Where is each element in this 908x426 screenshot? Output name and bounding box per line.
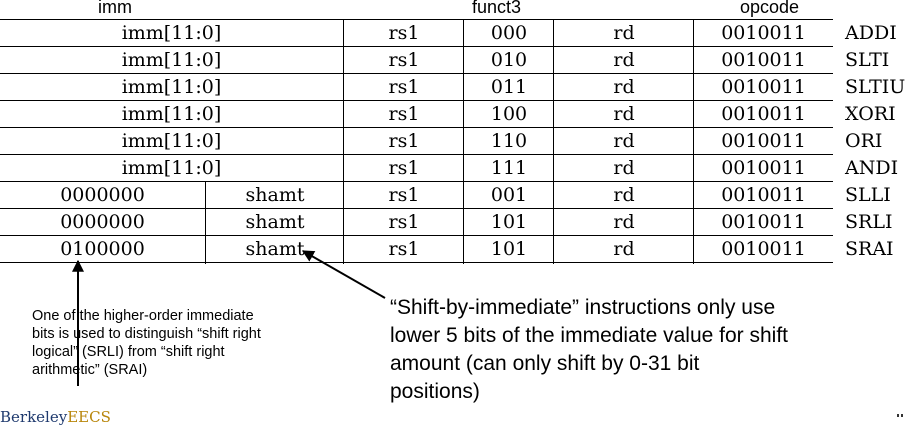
imm-hi-cell: 0000000	[60, 211, 145, 233]
imm-hi-cell: 0000000	[60, 184, 145, 206]
imm-cell: imm[11:0]	[121, 130, 222, 152]
table-row: imm[11:0] rs1 111 rd 0010011	[0, 155, 833, 182]
imm-cell: imm[11:0]	[121, 157, 222, 179]
rd-cell: rd	[553, 20, 694, 46]
rs1-cell: rs1	[343, 182, 464, 208]
opcode-cell: 0010011	[693, 155, 833, 181]
rd-cell: rd	[553, 209, 694, 235]
rd-cell: rd	[553, 182, 694, 208]
clipped-cell	[343, 263, 345, 264]
funct3-cell: 001	[463, 182, 554, 208]
mnemonic-label: SRLI	[845, 211, 893, 233]
rs1-cell: rs1	[343, 209, 464, 235]
mnemonic-label: ADDI	[845, 22, 897, 44]
mnemonic-label: ANDI	[845, 157, 899, 179]
opcode-cell: 0010011	[693, 47, 833, 73]
funct3-cell: 000	[463, 20, 554, 46]
table-row: imm[11:0] rs1 100 rd 0010011	[0, 101, 833, 128]
table-row: 0100000 shamt rs1 101 rd 0010011	[0, 236, 833, 263]
table-row: imm[11:0] rs1 011 rd 0010011	[0, 74, 833, 101]
funct3-cell: 101	[463, 236, 554, 262]
table-row: imm[11:0] rs1 000 rd 0010011	[0, 20, 833, 47]
rs1-cell: rs1	[343, 20, 464, 46]
note-shift-immediate: “Shift-by-immediate” instructions only u…	[390, 296, 789, 403]
opcode-cell: 0010011	[693, 74, 833, 100]
rd-cell: rd	[553, 236, 694, 262]
mnemonic-label: SLTI	[845, 49, 890, 71]
page-mark	[897, 414, 903, 417]
mnemonic-label: SLLI	[845, 184, 891, 206]
table-row: 0000000 shamt rs1 001 rd 0010011	[0, 182, 833, 209]
rs1-cell: rs1	[343, 74, 464, 100]
imm-cell: imm[11:0]	[121, 103, 222, 125]
clipped-cell	[205, 263, 207, 264]
rs1-cell: rs1	[343, 236, 464, 262]
opcode-cell: 0010011	[693, 182, 833, 208]
funct3-cell: 010	[463, 47, 554, 73]
header-funct3: funct3	[472, 0, 522, 17]
funct3-cell: 111	[463, 155, 554, 181]
opcode-cell: 0010011	[693, 236, 833, 262]
rs1-cell: rs1	[343, 101, 464, 127]
clipped-cell	[463, 263, 465, 264]
mnemonic-label: SLTIU	[845, 76, 906, 98]
header-opcode: opcode	[740, 0, 800, 17]
rs1-cell: rs1	[343, 155, 464, 181]
shamt-cell: shamt	[205, 236, 344, 262]
shamt-cell: shamt	[205, 209, 344, 235]
clipped-cell	[693, 263, 695, 264]
opcode-cell: 0010011	[693, 20, 833, 46]
rd-cell: rd	[553, 47, 694, 73]
table-row: imm[11:0] rs1 110 rd 0010011	[0, 128, 833, 155]
table-row: 0000000 shamt rs1 101 rd 0010011	[0, 209, 833, 236]
header-imm: imm	[98, 0, 132, 17]
mnemonic-label: ORI	[845, 130, 883, 152]
funct3-cell: 100	[463, 101, 554, 127]
mnemonic-label: XORI	[845, 103, 896, 125]
imm-cell: imm[11:0]	[121, 22, 222, 44]
opcode-cell: 0010011	[693, 101, 833, 127]
shamt-cell: shamt	[205, 182, 344, 208]
imm-cell: imm[11:0]	[121, 76, 222, 98]
rd-cell: rd	[553, 101, 694, 127]
opcode-cell: 0010011	[693, 128, 833, 154]
opcode-cell: 0010011	[693, 209, 833, 235]
rs1-cell: rs1	[343, 128, 464, 154]
rd-cell: rd	[553, 155, 694, 181]
table-row: imm[11:0] rs1 010 rd 0010011	[0, 47, 833, 74]
funct3-cell: 011	[463, 74, 554, 100]
instruction-encoding-table: imm[11:0] rs1 000 rd 0010011 imm[11:0] r…	[0, 19, 833, 264]
rs1-cell: rs1	[343, 47, 464, 73]
rd-cell: rd	[553, 128, 694, 154]
imm-hi-cell: 0100000	[60, 238, 145, 260]
funct3-cell: 101	[463, 209, 554, 235]
imm-cell: imm[11:0]	[121, 49, 222, 71]
berkeley-eecs-logo: BerkeleyEECS	[0, 408, 111, 426]
rd-cell: rd	[553, 74, 694, 100]
note-funct7-bit: One of the higher-order immediate bits i…	[32, 308, 261, 378]
funct3-cell: 110	[463, 128, 554, 154]
mnemonic-label: SRAI	[845, 238, 894, 260]
clipped-cell	[553, 263, 555, 264]
clipped-row	[0, 263, 833, 264]
